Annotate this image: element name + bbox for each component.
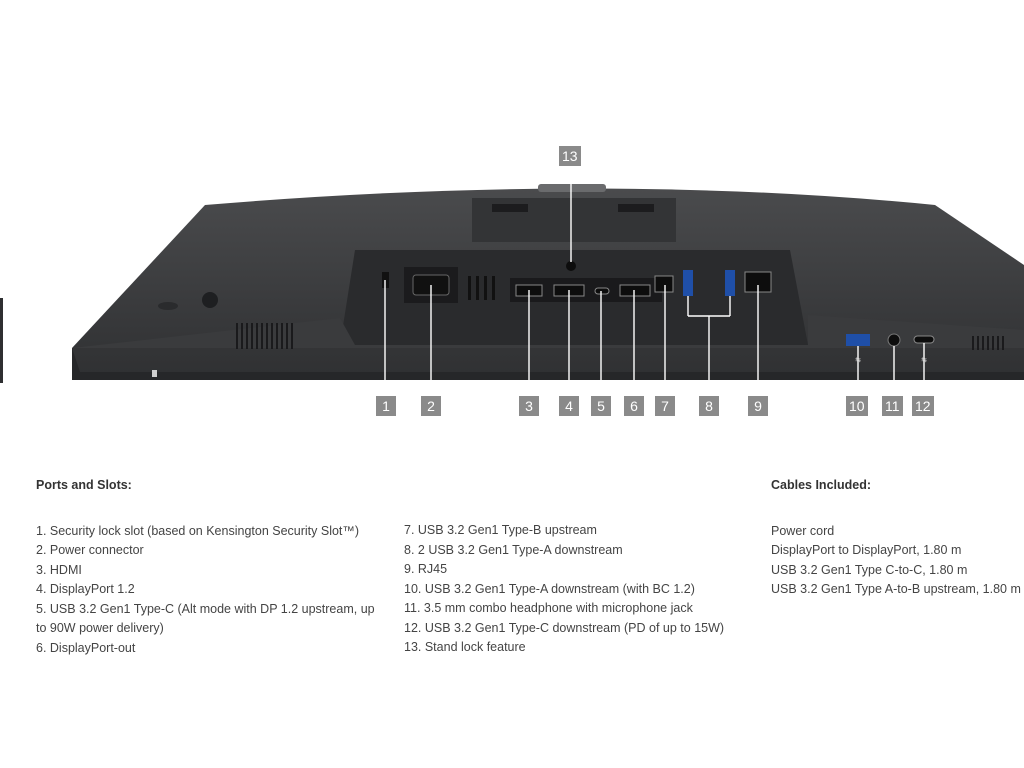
power-vents [468,276,495,300]
ports-middle-column: 7. USB 3.2 Gen1 Type-B upstream 8. 2 USB… [404,521,744,658]
leader-lines [384,166,925,396]
lower-panel-shelf [72,315,1024,348]
callout-3: 3 [519,396,539,416]
port-item: 11. 3.5 mm combo headphone with micropho… [404,601,693,615]
mount-slot-right [618,204,654,212]
cable-item: Power cord [771,523,835,538]
port-item: 1. Security lock slot (based on Kensingt… [36,523,360,538]
edge-fragment-left [0,298,3,383]
port-item: 10. USB 3.2 Gen1 Type-A downstream (with… [404,581,695,596]
callout-5: 5 [591,396,611,416]
cable-item: DisplayPort to DisplayPort, 1.80 m [771,543,962,557]
top-badge [538,184,606,192]
callout-1: 1 [376,396,396,416]
indicator-led [152,370,157,377]
callout-11: 11 [882,396,903,416]
usb-c-upstream-port [594,287,610,295]
callout-13: 13 [559,146,581,166]
cable-item: USB 3.2 Gen1 Type A-to-B upstream, 1.80 … [771,582,1021,596]
vent-right [972,336,1004,350]
callout-7: 7 [655,396,675,416]
cables-heading: Cables Included: [771,478,872,492]
port-item: 3. HDMI [36,562,82,577]
callout-9: 9 [748,396,768,416]
port-item: 7. USB 3.2 Gen1 Type-B upstream [404,523,597,537]
callout-6: 6 [624,396,644,416]
usb-a-downstream-1 [683,270,693,296]
cable-item: USB 3.2 Gen1 Type C-to-C, 1.80 m [771,562,968,577]
displayport-out [619,284,651,297]
cables-column: Cables Included: Power cord DisplayPort … [771,476,1023,600]
port-item: 2. Power connector [36,543,144,557]
power-button [158,302,178,310]
port-item: 13. Stand lock feature [404,640,526,654]
port-item: 4. DisplayPort 1.2 [36,582,135,596]
mount-slot-left [492,204,528,212]
joystick-button [202,292,218,308]
usb-c-downstream-port [913,335,935,344]
usb-a-downstream-2 [725,270,735,296]
port-item: 9. RJ45 [404,562,448,576]
callout-4: 4 [559,396,579,416]
usb-b-upstream-port [654,275,674,293]
callout-12: 12 [912,396,934,416]
callout-8: 8 [699,396,719,416]
ports-left-column: Ports and Slots: 1. Security lock slot (… [36,476,381,658]
callout-10: 10 [846,396,868,416]
monitor-rear-illustration: ⇆ ⇆ [0,166,1024,396]
port-item: 5. USB 3.2 Gen1 Type-C (Alt mode with DP… [36,601,375,636]
port-item: 12. USB 3.2 Gen1 Type-C downstream (PD o… [404,620,725,635]
stand-lock-feature [566,261,576,271]
port-item: 6. DisplayPort-out [36,640,136,655]
callout-2: 2 [421,396,441,416]
monitor-bottom-lip [72,348,1024,380]
vent-left [236,323,293,349]
port-item: 8. 2 USB 3.2 Gen1 Type-A downstream [404,542,623,557]
ports-heading: Ports and Slots: [36,478,132,492]
monitor-rear-figure: ⇆ ⇆ 1 2 3 4 5 6 7 8 9 10 11 12 13 [0,146,1024,416]
usb-a-bc-port [846,334,870,346]
audio-jack [887,333,901,347]
